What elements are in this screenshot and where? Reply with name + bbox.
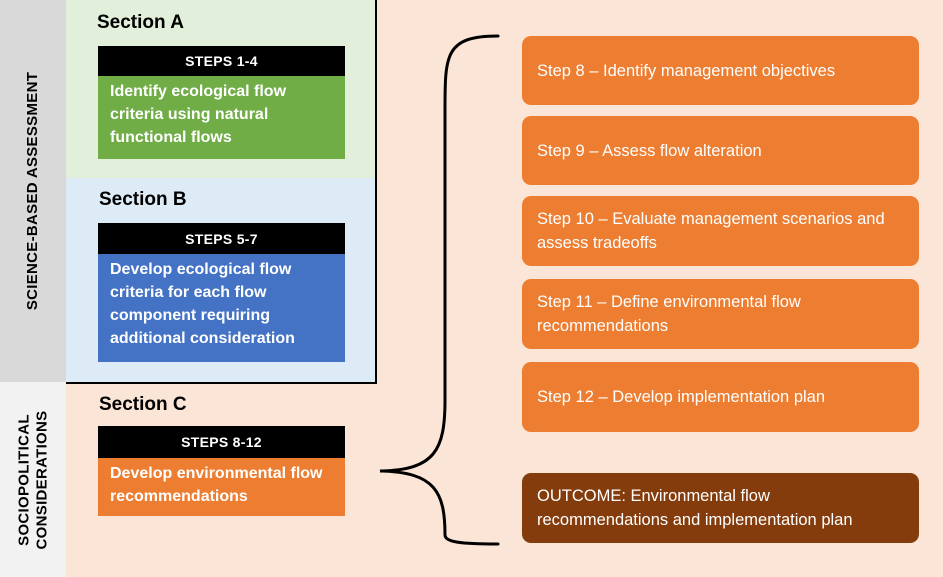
step-8-label: Step 8 – Identify management objectives [537,61,836,80]
step-10-box: Step 10 – Evaluate management scenarios … [522,196,919,266]
science-assessment-label: SCIENCE-BASED ASSESSMENT [24,71,42,311]
section-a-description: Identify ecological flow criteria using … [98,76,345,159]
section-b-description: Develop ecological flow criteria for eac… [98,254,345,362]
step-11-label: Step 11 – Define environmental flow reco… [537,293,801,335]
sociopolitical-label-line2: CONSIDERATIONS [33,410,50,549]
section-c-steps-bar: STEPS 8-12 [98,426,345,458]
step-9-label: Step 9 – Assess flow alteration [537,141,762,160]
step-12-box: Step 12 – Develop implementation plan [522,362,919,432]
section-a-steps-bar: STEPS 1-4 [98,46,345,76]
outcome-label: OUTCOME: Environmental flow recommendati… [537,487,853,529]
section-b-steps-bar: STEPS 5-7 [98,223,345,254]
outcome-box: OUTCOME: Environmental flow recommendati… [522,473,919,543]
sociopolitical-label: SOCIOPOLITICAL CONSIDERATIONS [15,410,51,549]
section-c-description: Develop environmental flow recommendatio… [98,458,345,516]
sociopolitical-band: SOCIOPOLITICAL CONSIDERATIONS [0,382,66,577]
section-a-title: Section A [97,12,184,33]
science-assessment-band: SCIENCE-BASED ASSESSMENT [0,0,66,382]
step-10-label: Step 10 – Evaluate management scenarios … [537,210,885,252]
step-8-box: Step 8 – Identify management objectives [522,36,919,105]
step-9-box: Step 9 – Assess flow alteration [522,116,919,185]
step-11-box: Step 11 – Define environmental flow reco… [522,279,919,349]
curly-brace-connector [379,34,500,546]
section-c-title: Section C [99,394,187,415]
section-b-title: Section B [99,189,187,210]
science-sections-border [66,0,377,384]
step-12-label: Step 12 – Develop implementation plan [537,388,826,406]
sociopolitical-label-line1: SOCIOPOLITICAL [15,413,32,546]
